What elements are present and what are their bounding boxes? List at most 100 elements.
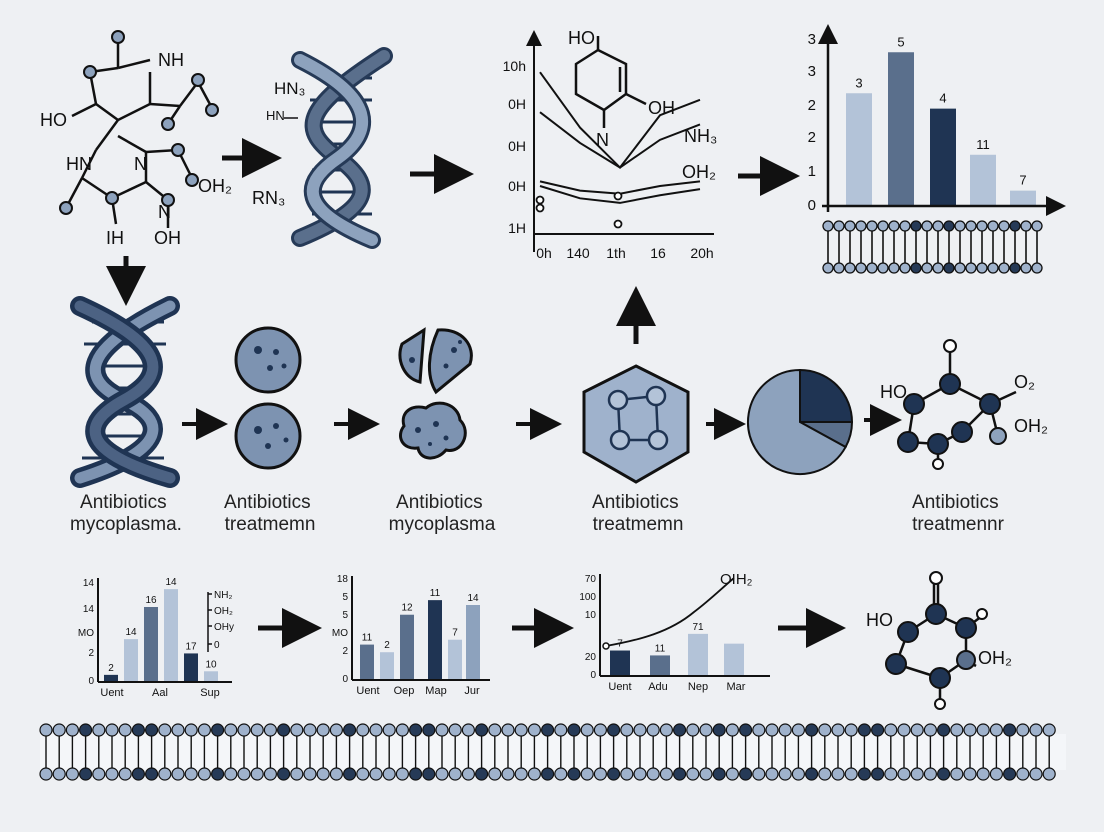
lipid-head bbox=[263, 767, 277, 781]
x-tick-label: 20h bbox=[690, 245, 713, 261]
lipid-head bbox=[989, 723, 1004, 737]
molecule-top-left-labels: NH HO HN N OH₂ N OH IH bbox=[40, 50, 232, 248]
lipid-head bbox=[250, 723, 264, 737]
bar bbox=[930, 108, 956, 206]
data-label: 12 bbox=[401, 603, 413, 614]
lipid-head bbox=[965, 262, 977, 274]
lipid-head bbox=[1029, 723, 1043, 737]
lipid-head bbox=[475, 767, 489, 781]
lipid-head bbox=[923, 767, 938, 781]
y-tick-label: 5 bbox=[342, 592, 348, 603]
lipid-head bbox=[422, 723, 436, 737]
lipid-head bbox=[897, 767, 911, 781]
lipid-head bbox=[1031, 220, 1043, 232]
data-label: 2 bbox=[108, 663, 114, 674]
lipid-head bbox=[92, 767, 106, 781]
lipid-head bbox=[831, 767, 845, 781]
bar bbox=[688, 633, 708, 676]
lipid-head bbox=[92, 723, 106, 737]
lipid-head bbox=[343, 767, 357, 781]
lipid-head bbox=[620, 767, 634, 781]
lipid-head bbox=[382, 723, 396, 737]
lipid-head bbox=[1002, 723, 1017, 737]
bar bbox=[466, 605, 480, 680]
molecule-bottom-right bbox=[885, 571, 988, 710]
bacteria-cells bbox=[234, 326, 302, 470]
lipid-head bbox=[65, 723, 80, 737]
lipid-head bbox=[672, 723, 687, 737]
bar bbox=[164, 589, 178, 682]
data-label: 11 bbox=[430, 588, 441, 599]
lipid-head bbox=[633, 767, 647, 781]
caption-text: Antibiotics treatmemn bbox=[592, 492, 684, 535]
lipid-head bbox=[184, 723, 198, 737]
data-label: 17 bbox=[185, 641, 197, 652]
molecule-top-left-atoms bbox=[59, 30, 219, 215]
lipid-head bbox=[921, 262, 933, 274]
lipid-head bbox=[804, 723, 819, 737]
lipid-head bbox=[738, 767, 753, 781]
lipid-head bbox=[475, 723, 489, 737]
lipid-head bbox=[1020, 220, 1032, 232]
lipid-head bbox=[963, 723, 977, 737]
lipid-bilayer-membrane bbox=[39, 723, 1066, 781]
lipid-head bbox=[950, 723, 964, 737]
data-point bbox=[613, 219, 623, 229]
lipid-head bbox=[987, 220, 999, 232]
y-tick-label: 10 bbox=[585, 610, 597, 621]
lipid-head bbox=[395, 767, 409, 781]
y-tick-label: 20 bbox=[585, 652, 597, 663]
lipid-head bbox=[580, 723, 594, 737]
lipid-head bbox=[158, 767, 172, 781]
x-tick-label: 140 bbox=[566, 245, 590, 261]
lipid-head bbox=[554, 723, 568, 737]
lipid-head bbox=[290, 723, 304, 737]
membrane-core bbox=[40, 734, 1066, 770]
lipid-head bbox=[910, 767, 924, 781]
lipid-head bbox=[910, 262, 922, 274]
legend-entry: OHy bbox=[214, 622, 234, 633]
lipid-head bbox=[844, 723, 858, 737]
lipid-head bbox=[409, 767, 423, 781]
x-tick-label: Nep bbox=[688, 681, 708, 693]
lipid-head bbox=[899, 262, 911, 274]
data-label: 11 bbox=[362, 633, 373, 644]
lipid-head bbox=[1002, 767, 1017, 781]
atom-label: HO bbox=[866, 610, 893, 630]
bar bbox=[650, 655, 670, 676]
x-tick-label: 16 bbox=[650, 245, 666, 261]
dna-helix-large bbox=[70, 296, 180, 488]
lipid-head bbox=[932, 220, 944, 232]
lipid-head bbox=[998, 220, 1010, 232]
x-tick-label: Jur bbox=[464, 685, 480, 697]
pie-slice bbox=[747, 368, 847, 475]
lipid-head bbox=[844, 767, 858, 781]
atom-label: N bbox=[158, 202, 171, 222]
lipid-head bbox=[877, 262, 889, 274]
series-line bbox=[539, 111, 701, 169]
lipid-head bbox=[699, 723, 713, 737]
molecule-right bbox=[897, 339, 1017, 470]
x-tick-label: Map bbox=[425, 685, 446, 697]
bar bbox=[724, 643, 744, 676]
bar bbox=[888, 52, 914, 206]
lipid-head bbox=[932, 262, 944, 274]
lipid-head bbox=[78, 723, 93, 737]
lipid-head bbox=[237, 723, 251, 737]
bar bbox=[360, 644, 374, 680]
atom-label: OH bbox=[648, 98, 675, 118]
y-tick-label: 3 bbox=[808, 63, 816, 80]
lipid-head bbox=[998, 262, 1010, 274]
bar bbox=[1010, 190, 1036, 206]
pie-chart bbox=[747, 368, 854, 475]
data-label: 4 bbox=[939, 91, 946, 106]
atom-label: N bbox=[596, 130, 609, 150]
bar bbox=[380, 652, 394, 680]
lipid-head bbox=[943, 262, 955, 274]
lipid-head bbox=[567, 767, 581, 781]
caption-3-line2: mycoplasma bbox=[389, 514, 496, 535]
atom-label: O₂ bbox=[1014, 372, 1035, 392]
lipid-head bbox=[965, 220, 977, 232]
lipid-head bbox=[224, 723, 238, 737]
caption-4-line2: treatmemn bbox=[593, 514, 684, 535]
